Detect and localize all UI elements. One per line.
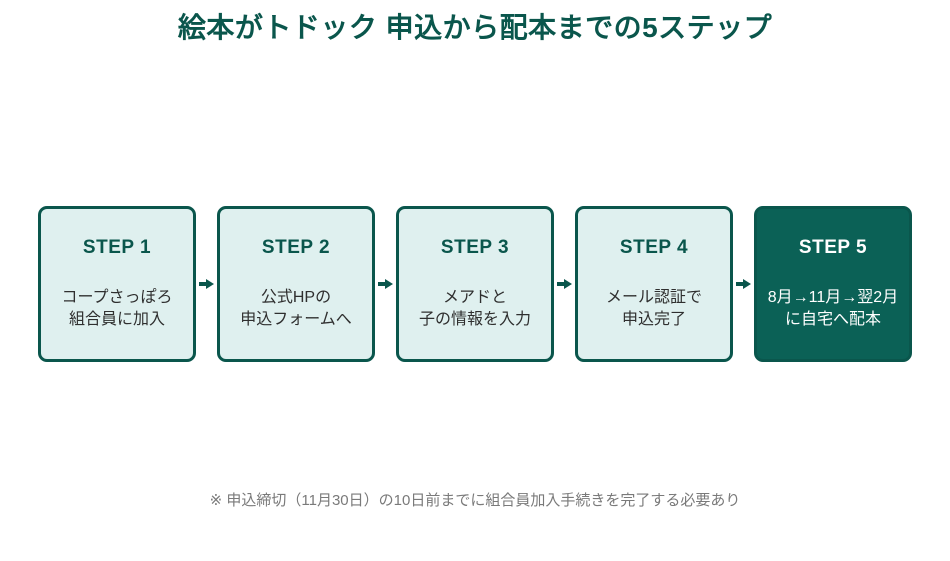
arrow-right-icon xyxy=(736,278,751,290)
step-5-box: STEP 5 8月→11月→翌2月 に自宅へ配本 xyxy=(754,206,912,362)
step-5-label: STEP 5 xyxy=(798,237,868,258)
page-title: 絵本がトドック 申込から配本までの5ステップ xyxy=(177,12,773,43)
step-3-label: STEP 3 xyxy=(440,237,510,258)
step-1-label: STEP 1 xyxy=(82,237,152,258)
step-1-box: STEP 1 コープさっぽろ 組合員に加入 xyxy=(38,206,196,362)
step-3-box: STEP 3 メアドと 子の情報を入力 xyxy=(396,206,554,362)
step-2-line-1: 公式HPの xyxy=(260,289,332,306)
footnote: ※ 申込締切（11月30日）の10日前までに組合員加入手続きを完了する必要あり xyxy=(209,492,741,509)
arrow-right-icon xyxy=(378,278,393,290)
step-2-line-2: 申込フォームへ xyxy=(240,311,352,329)
step-1-line-2: 組合員に加入 xyxy=(68,311,165,329)
step-1-line-1: コープさっぽろ xyxy=(61,289,173,306)
arrow-gap-4 xyxy=(733,206,754,362)
step-5-line-2: に自宅へ配本 xyxy=(784,311,881,329)
step-4-label: STEP 4 xyxy=(619,237,689,258)
arrow-gap-2 xyxy=(375,206,396,362)
step-3-description: メアドと 子の情報を入力 xyxy=(419,287,531,331)
step-4-line-1: メール認証で xyxy=(605,289,702,306)
step-5-line-1: 8月→11月→翌2月 xyxy=(767,289,899,306)
step-3-line-2: 子の情報を入力 xyxy=(418,311,531,329)
step-5-description: 8月→11月→翌2月 に自宅へ配本 xyxy=(768,287,898,331)
steps-flow: STEP 1 コープさっぽろ 組合員に加入 STEP 2 公式HPの 申込フォー… xyxy=(38,206,912,362)
arrow-gap-1 xyxy=(196,206,217,362)
step-1-description: コープさっぽろ 組合員に加入 xyxy=(61,287,172,331)
arrow-gap-3 xyxy=(554,206,575,362)
step-4-description: メール認証で 申込完了 xyxy=(606,287,702,331)
step-2-description: 公式HPの 申込フォームへ xyxy=(240,287,352,331)
step-4-box: STEP 4 メール認証で 申込完了 xyxy=(575,206,733,362)
arrow-right-icon xyxy=(199,278,214,290)
step-4-line-2: 申込完了 xyxy=(621,311,686,329)
step-2-box: STEP 2 公式HPの 申込フォームへ xyxy=(217,206,375,362)
step-2-label: STEP 2 xyxy=(261,237,331,258)
arrow-right-icon xyxy=(557,278,572,290)
step-3-line-1: メアドと xyxy=(442,289,507,306)
